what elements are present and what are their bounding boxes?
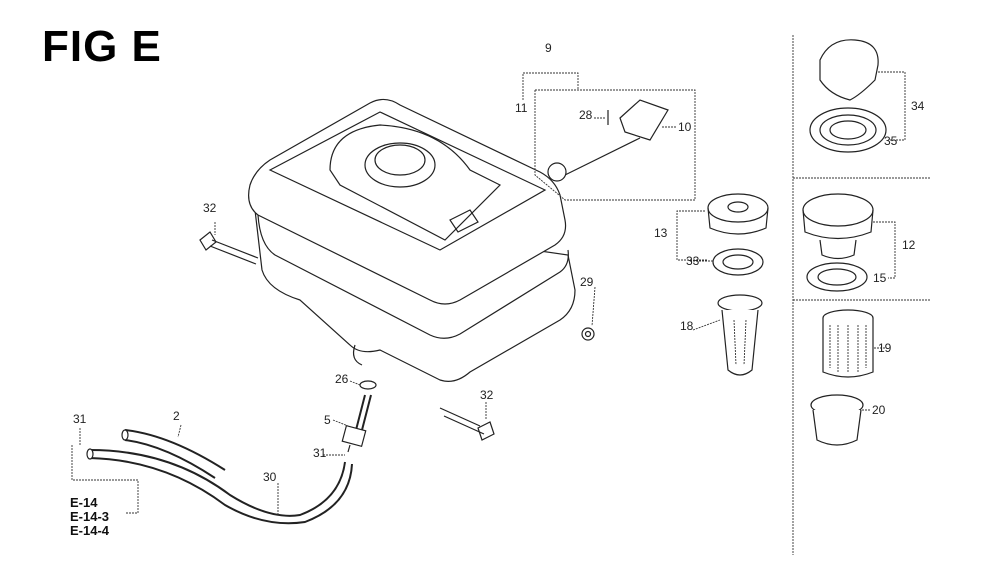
reference-e14-4: E-14-4	[70, 523, 110, 538]
gasket-15	[806, 262, 868, 292]
callout-2: 2	[173, 409, 180, 423]
callout-34: 34	[911, 99, 925, 113]
callout-33: 33	[686, 254, 700, 268]
callout-12: 12	[902, 238, 916, 252]
reference-e14: E-14	[70, 495, 98, 510]
callout-32-bottom: 32	[480, 388, 494, 402]
callout-15: 15	[873, 271, 887, 285]
strainer-cup-20	[810, 394, 864, 446]
callout-11: 11	[515, 101, 528, 115]
callout-20: 20	[872, 403, 886, 417]
bolt-32-bottom	[439, 407, 495, 441]
strainer-19	[822, 309, 874, 378]
bolt-32-left	[199, 231, 259, 265]
callout-31-right: 31	[313, 446, 327, 460]
figure-title: FIG E	[42, 22, 162, 71]
fuel-cap-34	[809, 39, 906, 153]
callout-32-left: 32	[203, 201, 217, 215]
reference-e14-3: E-14-3	[70, 509, 110, 524]
leader-lines	[71, 117, 885, 515]
fuel-cap-13	[676, 193, 769, 261]
callout-30: 30	[263, 470, 277, 484]
nut-29	[581, 327, 595, 341]
fuel-tank	[248, 98, 576, 382]
fuel-cap-12	[802, 193, 896, 279]
callout-5: 5	[324, 413, 331, 427]
gasket-33	[712, 248, 764, 276]
hose-2	[121, 429, 226, 479]
callout-9: 9	[545, 41, 552, 55]
callout-13: 13	[654, 226, 668, 240]
callout-10: 10	[678, 120, 692, 134]
fuel-valve	[341, 380, 377, 453]
callout-29: 29	[580, 275, 594, 289]
callout-35: 35	[884, 134, 898, 148]
hose-30	[86, 448, 353, 525]
right-panel-dividers	[792, 35, 930, 555]
callout-28: 28	[579, 108, 593, 122]
fuel-gauge-assembly	[522, 72, 696, 201]
callout-18: 18	[680, 319, 694, 333]
callout-31-left: 31	[73, 412, 87, 426]
strainer-18	[717, 294, 763, 376]
callout-26: 26	[335, 372, 349, 386]
callout-19: 19	[878, 341, 892, 355]
